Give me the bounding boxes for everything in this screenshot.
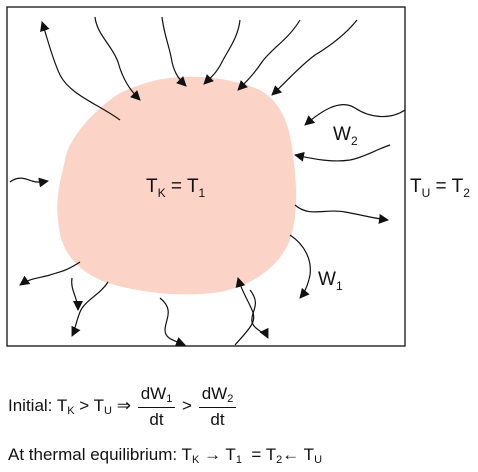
incoming-wave-arrow — [234, 277, 255, 346]
outgoing-wave-arrow — [71, 277, 83, 311]
greater-than-2: > — [182, 395, 197, 415]
frac1-subscript: 1 — [166, 393, 173, 405]
outgoing-wave-arrow — [71, 281, 109, 337]
tu-symbol: T — [93, 395, 105, 415]
t1-subscript: 1 — [235, 454, 242, 466]
incoming-wave-arrow — [237, 19, 301, 91]
w2-label: W2 — [333, 124, 358, 148]
t2-subscript: 2 — [276, 454, 283, 466]
tk-subscript: K — [67, 404, 75, 417]
svg-text:TK = T1: TK = T1 — [146, 176, 206, 200]
tk-symbol: T — [181, 445, 192, 464]
enclosure-box — [6, 6, 406, 347]
incoming-wave-arrow — [304, 104, 406, 126]
outgoing-wave-arrow — [40, 21, 121, 121]
incoming-wave-arrow — [161, 16, 187, 87]
equals-sign: = — [241, 445, 266, 464]
outgoing-wave-arrow — [249, 289, 269, 339]
incoming-wave-arrow — [271, 19, 358, 96]
implies-symbol: ⇒ — [111, 395, 136, 415]
tu-subscript: U — [104, 404, 112, 417]
frac2-subscript: 2 — [227, 393, 234, 405]
incoming-wave-arrow — [203, 19, 241, 85]
incoming-wave-arrow — [9, 177, 49, 188]
left-arrow: ← — [282, 445, 304, 464]
frac1-denominator: dt — [149, 410, 164, 429]
tk-subscript: K — [191, 454, 200, 466]
tu-symbol: T — [303, 445, 315, 464]
body-temperature-label: TK = T1 — [146, 176, 206, 200]
frac2-numerator: dW — [201, 384, 228, 403]
svg-text:W2: W2 — [333, 124, 358, 148]
incoming-wave-arrow — [94, 16, 141, 101]
frac1-numerator: dW — [140, 384, 167, 403]
incoming-wave-arrow — [294, 144, 391, 162]
initial-prefix: Initial: — [8, 395, 57, 415]
t1-symbol: T — [225, 445, 236, 464]
greater-than: > — [74, 395, 94, 415]
heated-body-blob — [57, 76, 297, 295]
outgoing-wave-arrow — [19, 261, 81, 286]
environment-temperature-label: TU = T2 — [410, 176, 470, 200]
outgoing-wave-arrow — [289, 234, 311, 299]
dw2-dt-fraction: dW2 dt — [198, 384, 237, 429]
frac2-denominator: dt — [210, 410, 225, 429]
initial-condition-equation: Initial: TK > TU ⇒ dW1 dt > dW2 dt — [8, 385, 238, 428]
svg-text:TU = T2: TU = T2 — [410, 176, 470, 200]
equilibrium-equation: At thermal equilibrium: TK → T1 = T2← TU — [8, 446, 322, 466]
w1-label: W1 — [318, 269, 343, 293]
tk-symbol: T — [56, 395, 68, 415]
wavy-arrows — [9, 16, 406, 347]
right-arrow: → — [199, 445, 226, 464]
outgoing-wave-arrow — [159, 297, 186, 347]
svg-text:W1: W1 — [318, 269, 343, 293]
tu-subscript: U — [314, 454, 323, 466]
dw1-dt-fraction: dW1 dt — [137, 384, 176, 429]
outgoing-wave-arrow — [294, 204, 389, 224]
equilibrium-prefix: At thermal equilibrium: — [8, 445, 182, 464]
outgoing-wave-arrow — [68, 268, 79, 320]
t2-symbol: T — [265, 445, 277, 464]
